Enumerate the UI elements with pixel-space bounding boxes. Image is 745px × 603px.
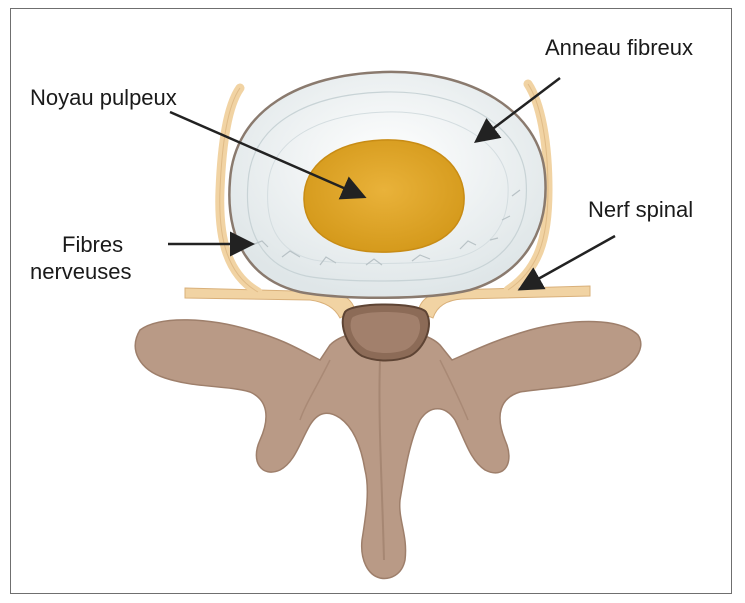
label-nucleus: Noyau pulpeux (30, 84, 177, 111)
spinal-cord (343, 305, 429, 361)
label-annulus: Anneau fibreux (545, 34, 693, 61)
label-nerve: Nerf spinal (588, 196, 693, 223)
label-fibres-line1: Fibres (62, 231, 123, 258)
label-fibres-line2: nerveuses (30, 258, 132, 285)
nucleus-pulposus (304, 140, 464, 252)
